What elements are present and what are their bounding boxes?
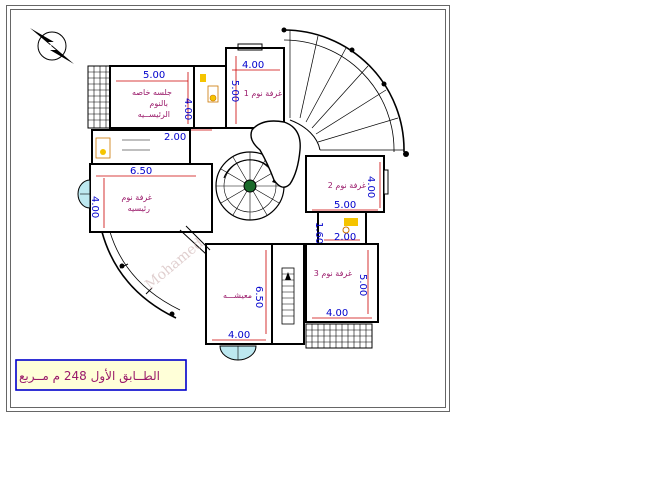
label-living: معيشـــه [223,291,252,300]
title-box: الطــابق الأول 248 م مــربع [15,359,187,391]
label-bedroom-2: غرفة نوم 2 [328,181,366,190]
sheet-border-outer [6,5,450,412]
dim-bath-2-depth: 1.60 [313,222,324,244]
watermark: Mohamed [142,235,206,293]
kidney-feature [250,120,301,188]
label-master-sitting-3: الرئيســيه [138,110,170,119]
dim-bedroom-1-depth: 5.00 [229,80,240,102]
dim-master-sitting-depth: 4.00 [182,98,193,120]
dim-bedroom-2-width: 5.00 [334,200,356,211]
bath-top [193,65,227,129]
dim-bedroom-2-depth: 4.00 [365,176,376,198]
room-master-sitting: 5.00 4.00 جلسه خاصه بالنوم الرئيســيه [109,65,195,129]
bath-2: 2.00 1.60 [313,211,367,245]
north-arrow-icon [30,28,74,64]
label-bedroom-3: غرفة نوم 3 [314,269,352,278]
stairs-straight [271,243,305,345]
room-master-bedroom: 6.50 4.00 غرفة نوم رئيسيه [89,163,213,233]
room-living: 4.00 6.50 معيشـــه [205,243,273,345]
label-master-sitting-2: بالنوم [149,99,168,108]
label-master-sitting-1: جلسه خاصه [132,88,172,97]
balcony-top-left [87,65,111,129]
room-bedroom-2: 5.00 4.00 غرفة نوم 2 [305,155,385,213]
dim-living-depth: 6.50 [253,286,264,308]
balcony-bottom-right [305,323,373,349]
dim-master-bedroom-depth: 4.00 [89,196,100,218]
dim-bedroom-3-width: 4.00 [326,308,348,319]
curved-balcony-right [237,27,409,157]
title-text: الطــابق الأول 248 م مــربع [19,368,160,384]
label-master-bedroom-2: رئيسيه [128,204,150,213]
dim-master-sitting-width: 5.00 [143,70,165,81]
window-bottom [219,345,257,361]
dim-corridor-width: 2.00 [164,132,186,143]
dim-master-bedroom-width: 6.50 [130,166,152,177]
dim-bath-2-width: 2.00 [334,232,356,243]
sheet-border-inner [10,9,446,408]
label-master-bedroom-1: غرفة نوم [121,193,152,202]
window-right-mark [383,169,389,195]
dim-living-width: 4.00 [228,330,250,341]
dim-bedroom-1-width: 4.00 [242,60,264,71]
room-bedroom-1: 4.00 5.00 غرفة نوم 1 [225,47,285,129]
dim-bedroom-3-depth: 5.00 [357,274,368,296]
curved-wall-left [101,231,181,319]
label-bedroom-1: غرفة نوم 1 [244,89,282,98]
room-bedroom-3: 4.00 5.00 غرفة نوم 3 [305,243,379,323]
window-left [77,179,91,209]
